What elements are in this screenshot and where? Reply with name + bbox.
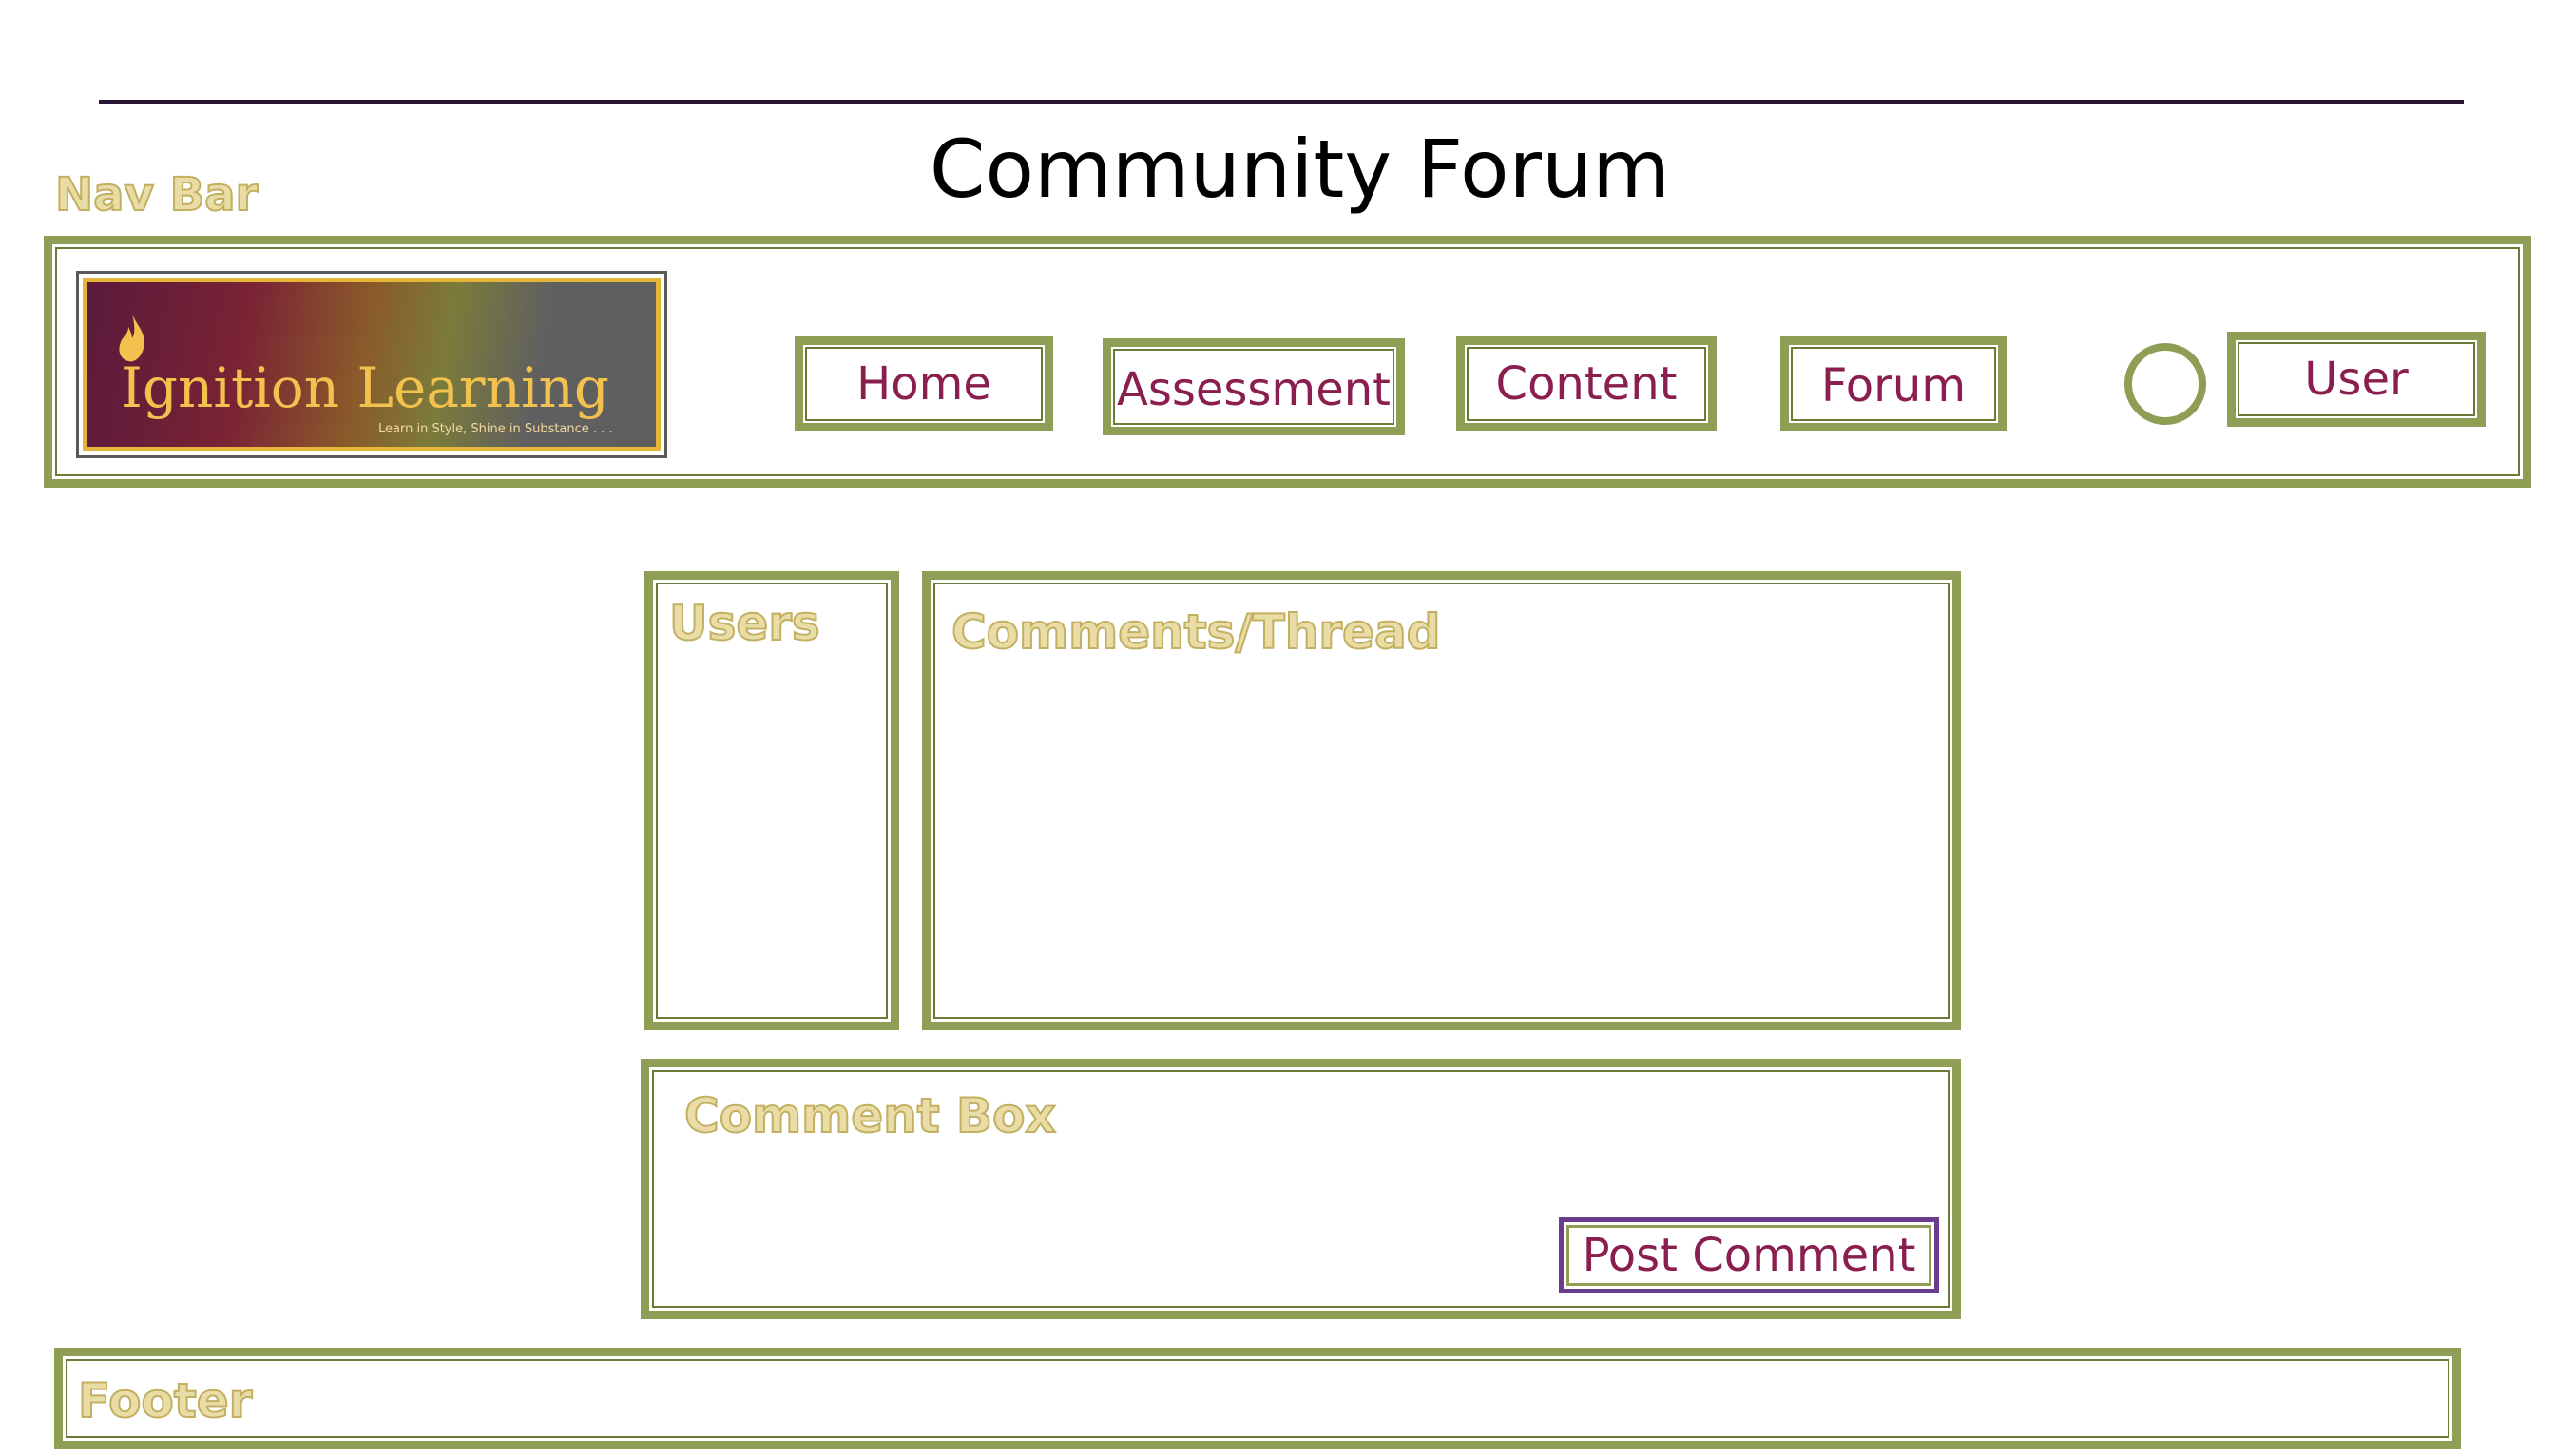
footer bbox=[54, 1348, 2461, 1449]
nav-forum-button[interactable]: Forum bbox=[1780, 336, 2007, 431]
nav-content-button[interactable]: Content bbox=[1456, 336, 1717, 431]
users-panel bbox=[644, 571, 899, 1030]
logo-tagline: Learn in Style, Shine in Substance . . . bbox=[378, 422, 613, 436]
user-menu-button[interactable]: User bbox=[2227, 332, 2486, 427]
user-avatar-icon[interactable] bbox=[2124, 343, 2206, 425]
nav-home-button[interactable]: Home bbox=[795, 336, 1053, 431]
nav-bar-label: Nav Bar bbox=[54, 167, 259, 222]
post-comment-button[interactable]: Post Comment bbox=[1559, 1217, 1939, 1293]
logo-background bbox=[83, 278, 661, 451]
logo-name: Ignition Learning bbox=[121, 355, 610, 420]
page-title: Community Forum bbox=[929, 123, 1671, 216]
flame-icon bbox=[119, 314, 144, 362]
comment-box-label: Comment Box bbox=[683, 1087, 1057, 1144]
comments-thread-panel bbox=[922, 571, 1961, 1030]
comments-thread-label: Comments/Thread bbox=[951, 603, 1441, 661]
users-panel-label: Users bbox=[668, 595, 821, 652]
header-rule bbox=[99, 100, 2464, 104]
nav-assessment-button[interactable]: Assessment bbox=[1103, 338, 1405, 435]
footer-label: Footer bbox=[77, 1372, 253, 1429]
logo[interactable]: Ignition Learning Learn in Style, Shine … bbox=[76, 271, 667, 458]
